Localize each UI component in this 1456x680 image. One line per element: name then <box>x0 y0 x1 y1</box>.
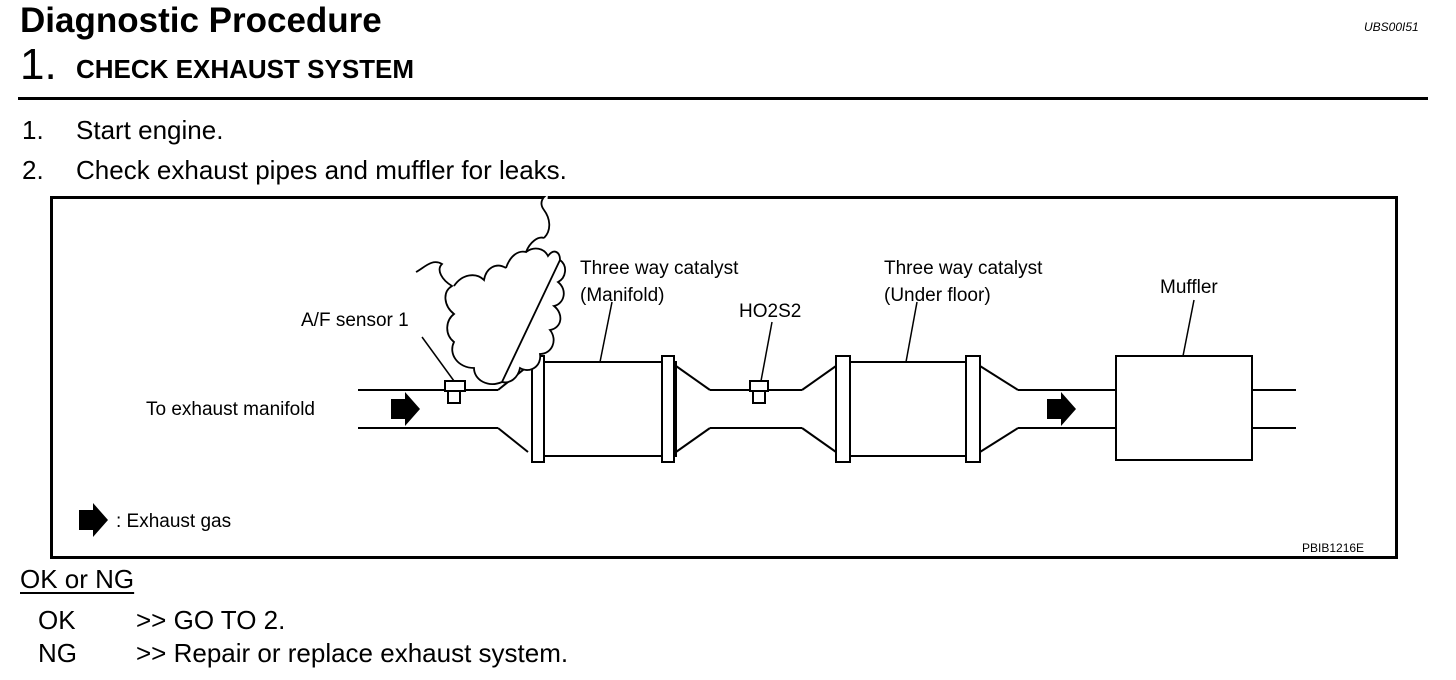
catalyst-under-floor <box>835 355 981 463</box>
af-sensor-icon <box>444 380 466 404</box>
instruction-text: Check exhaust pipes and muffler for leak… <box>76 155 567 185</box>
muffler-label: Muffler <box>1160 277 1218 298</box>
leader-lines <box>421 299 1195 382</box>
ng-label: NG <box>38 638 77 668</box>
exhaust-pipe <box>358 365 1296 453</box>
legend-arrow-icon <box>79 503 108 537</box>
instruction-text: Start engine. <box>76 115 224 145</box>
to-exhaust-manifold-label: To exhaust manifold <box>146 399 315 420</box>
catalyst-manifold-sublabel: (Manifold) <box>580 285 664 306</box>
ho2s2-sensor-icon <box>749 380 769 404</box>
result-heading: OK or NG <box>20 564 135 594</box>
ok-label: OK <box>38 605 76 635</box>
legend-label: : Exhaust gas <box>116 511 231 532</box>
instruction-number: 1. <box>22 115 44 145</box>
catalyst-under-floor-sublabel: (Under floor) <box>884 285 991 306</box>
exhaust-arrow-icon <box>1047 392 1076 426</box>
ng-action: >> Repair or replace exhaust system. <box>136 638 569 668</box>
catalyst-under-floor-label: Three way catalyst <box>884 258 1043 279</box>
ho2s2-label: HO2S2 <box>739 301 801 322</box>
exhaust-arrow-icon <box>391 392 420 426</box>
exhaust-system-diagram: A/F sensor 1 To exhaust manifold Three w… <box>50 196 1398 559</box>
instruction-number: 2. <box>22 155 44 185</box>
page-title: Diagnostic Procedure <box>20 1 382 40</box>
catalyst-manifold-label: Three way catalyst <box>580 258 739 279</box>
af-sensor-label: A/F sensor 1 <box>301 310 409 331</box>
step-number: 1. <box>20 40 57 89</box>
document-code: UBS00I51 <box>1364 20 1419 34</box>
muffler <box>1115 355 1253 461</box>
figure-code: PBIB1216E <box>1302 541 1364 555</box>
step-title: CHECK EXHAUST SYSTEM <box>76 54 415 84</box>
header-divider <box>18 97 1428 100</box>
ok-action: >> GO TO 2. <box>136 605 286 635</box>
smoke-cloud-icon <box>415 196 566 385</box>
catalyst-manifold <box>531 355 677 463</box>
